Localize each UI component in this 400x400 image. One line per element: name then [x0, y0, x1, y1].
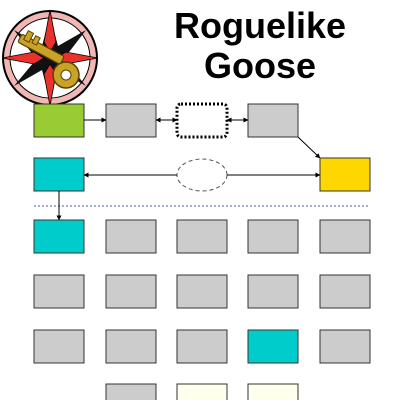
room-normal[interactable] — [33, 274, 85, 309]
room-cyan[interactable] — [33, 157, 85, 192]
room-normal[interactable] — [176, 219, 228, 254]
game-title-line-2: Goose — [203, 45, 317, 86]
room-unexplored[interactable] — [176, 383, 228, 400]
room-cyan[interactable] — [247, 329, 299, 364]
room-cyan[interactable] — [33, 219, 85, 254]
room-normal[interactable] — [105, 383, 157, 400]
room-normal[interactable] — [105, 274, 157, 309]
game-title-line-1: Roguelike — [173, 5, 347, 46]
room-secret[interactable] — [176, 158, 228, 192]
room-start[interactable] — [33, 103, 85, 138]
room-normal[interactable] — [247, 103, 299, 138]
room-normal[interactable] — [176, 329, 228, 364]
room-normal[interactable] — [176, 274, 228, 309]
room-normal[interactable] — [319, 274, 371, 309]
room-normal[interactable] — [105, 103, 157, 138]
room-normal[interactable] — [247, 219, 299, 254]
room-normal[interactable] — [105, 219, 157, 254]
room-unexplored[interactable] — [247, 383, 299, 400]
room-hidden[interactable] — [175, 102, 229, 139]
room-normal[interactable] — [33, 329, 85, 364]
room-normal[interactable] — [247, 274, 299, 309]
compass-key-icon — [1, 9, 99, 107]
key-icon — [17, 29, 80, 89]
room-normal[interactable] — [319, 329, 371, 364]
path-arrow — [297, 136, 321, 159]
room-normal[interactable] — [319, 219, 371, 254]
room-normal[interactable] — [105, 329, 157, 364]
room-gold[interactable] — [319, 157, 371, 192]
